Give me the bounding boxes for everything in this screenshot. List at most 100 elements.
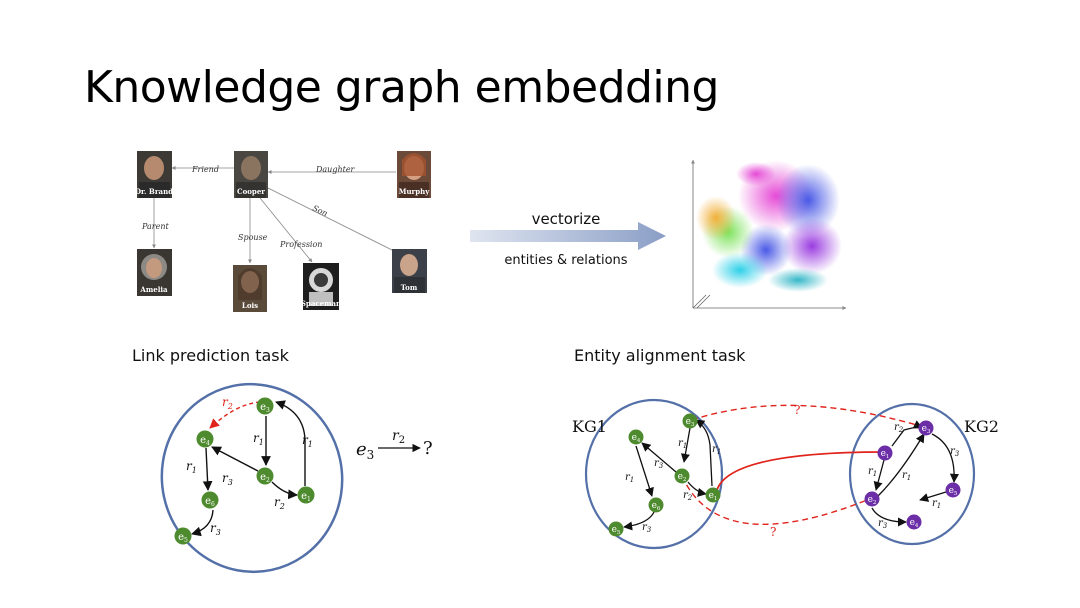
node-e2: e2 [256, 467, 274, 485]
vectorize-arrow: vectorize entities & relations [470, 210, 666, 268]
kg2-edge [919, 491, 947, 502]
entity-label: Murphy [399, 187, 431, 196]
rel-label-parent: Parent [141, 222, 170, 231]
rel-label: r1 [932, 498, 941, 510]
axis-depth-2 [696, 294, 711, 309]
unknown-mark-top: ? [794, 403, 800, 417]
svg-text:e6: e6 [205, 496, 215, 508]
kg2-node-e2: e2 [864, 491, 880, 507]
entity-lois: Lois [233, 265, 267, 312]
kg1-node-e2: e2 [674, 468, 690, 484]
node-e6: e6 [201, 491, 219, 509]
kg1-node-e3: e3 [682, 413, 698, 429]
node-e5: e5 [174, 527, 192, 545]
rel-label: r2 [683, 490, 693, 502]
kg1-node-e4: e4 [628, 429, 644, 445]
svg-text:e6: e6 [652, 501, 661, 512]
alignment-unknown-bottom [681, 475, 873, 526]
rel-label: r3 [878, 518, 888, 530]
kg1-edge [680, 427, 691, 463]
rel-label: r3 [210, 521, 221, 537]
entity-label: Amelia [139, 285, 168, 294]
rel-label-spouse: Spouse [238, 233, 268, 242]
unknown-mark-bottom: ? [770, 525, 776, 539]
svg-text:e3: e3 [260, 402, 270, 414]
kg2-edge [931, 433, 959, 483]
cluster-pink-2 [736, 162, 776, 186]
svg-text:e1: e1 [709, 491, 718, 502]
rel-label: r1 [625, 472, 634, 484]
rel-label: r3 [950, 446, 960, 458]
edge-e4-e6-r1 [202, 447, 213, 491]
svg-text:e3: e3 [686, 417, 695, 428]
rel-label: r1 [678, 438, 687, 450]
svg-text:e2: e2 [678, 472, 687, 483]
entity-spaceman: Spaceman [301, 263, 341, 310]
svg-text:e4: e4 [910, 518, 919, 529]
rel-label-friend: Friend [191, 165, 219, 174]
rel-label: r2 [222, 395, 233, 411]
alignment-known [715, 451, 885, 495]
query-head: e3 [356, 439, 374, 462]
kg2-edge [871, 507, 907, 527]
cluster-orange [696, 196, 736, 240]
rel-label-son: Son [311, 204, 329, 219]
kg1-edge [695, 419, 713, 487]
rel-label: r3 [222, 471, 233, 487]
kg-ellipse [160, 382, 344, 574]
rel-label-profession: Profession [279, 240, 322, 249]
kg1-edge [687, 481, 707, 497]
entity-dr-brand: Dr. Brand [135, 151, 173, 198]
node-e1: e1 [297, 486, 315, 504]
kg1-node-e5: e5 [608, 521, 624, 537]
rel-label: r2 [894, 422, 904, 434]
slide-title: Knowledge graph embedding [84, 62, 719, 113]
kg1-node-e1: e1 [705, 487, 721, 503]
edge-e6-e5-r3 [191, 509, 214, 537]
link-prediction-graph: r2 r1 r1 r3 r1 r2 r3 e3 e4 e2 e1 e6 e5 e… [160, 382, 433, 574]
svg-text:e5: e5 [612, 525, 621, 536]
entity-cooper: Cooper [234, 151, 268, 198]
kg2-label: KG2 [964, 417, 999, 436]
svg-text:e4: e4 [200, 435, 210, 447]
edge-e1-e3-r1 [275, 400, 306, 486]
entity-label: Cooper [237, 187, 265, 196]
entity-label: Spaceman [301, 299, 341, 308]
entity-label: Lois [242, 301, 258, 310]
rel-label: r3 [642, 522, 652, 534]
kg2-node-e3: e3 [918, 420, 934, 436]
svg-text:e5: e5 [178, 532, 188, 544]
rel-label: r1 [253, 431, 264, 447]
rel-label: r1 [868, 466, 877, 478]
cluster-teal [768, 268, 828, 292]
rel-label: r3 [654, 458, 664, 470]
kg1-node-e6: e6 [648, 497, 664, 513]
kg1-edge [635, 445, 654, 497]
svg-text:e2: e2 [260, 472, 270, 484]
kg-example: Friend Daughter Son Parent Spouse Profes… [135, 151, 431, 312]
kg2-ellipse [848, 402, 976, 546]
svg-text:e5: e5 [949, 486, 958, 497]
rel-label: r1 [186, 459, 197, 475]
axis-depth [692, 294, 707, 309]
entity-label: Dr. Brand [135, 187, 173, 196]
alignment-unknown-top [691, 404, 921, 427]
kg1-label: KG1 [572, 417, 607, 436]
edge-son [267, 187, 405, 257]
embedding-scatter [691, 159, 847, 310]
svg-text:e2: e2 [868, 495, 877, 506]
edge-e2-e4-r3 [211, 446, 259, 472]
entity-alignment-graph: KG1 KG2 ? ? r1 r1 r3 r1 r2 r3 e3 e4 [572, 398, 999, 550]
rel-label: r1 [712, 444, 721, 456]
kg2-node-e1: e1 [877, 445, 893, 461]
kg2-node-e5: e5 [945, 482, 961, 498]
kg1-ellipse [584, 398, 724, 550]
rel-label: r2 [274, 495, 285, 511]
kg2-edge [877, 433, 925, 497]
entity-alignment-title: Entity alignment task [574, 346, 746, 365]
entity-murphy: Murphy [397, 151, 431, 198]
link-query: e3 r2 ? [356, 428, 433, 462]
svg-text:e1: e1 [301, 491, 311, 503]
node-e4: e4 [196, 430, 214, 448]
